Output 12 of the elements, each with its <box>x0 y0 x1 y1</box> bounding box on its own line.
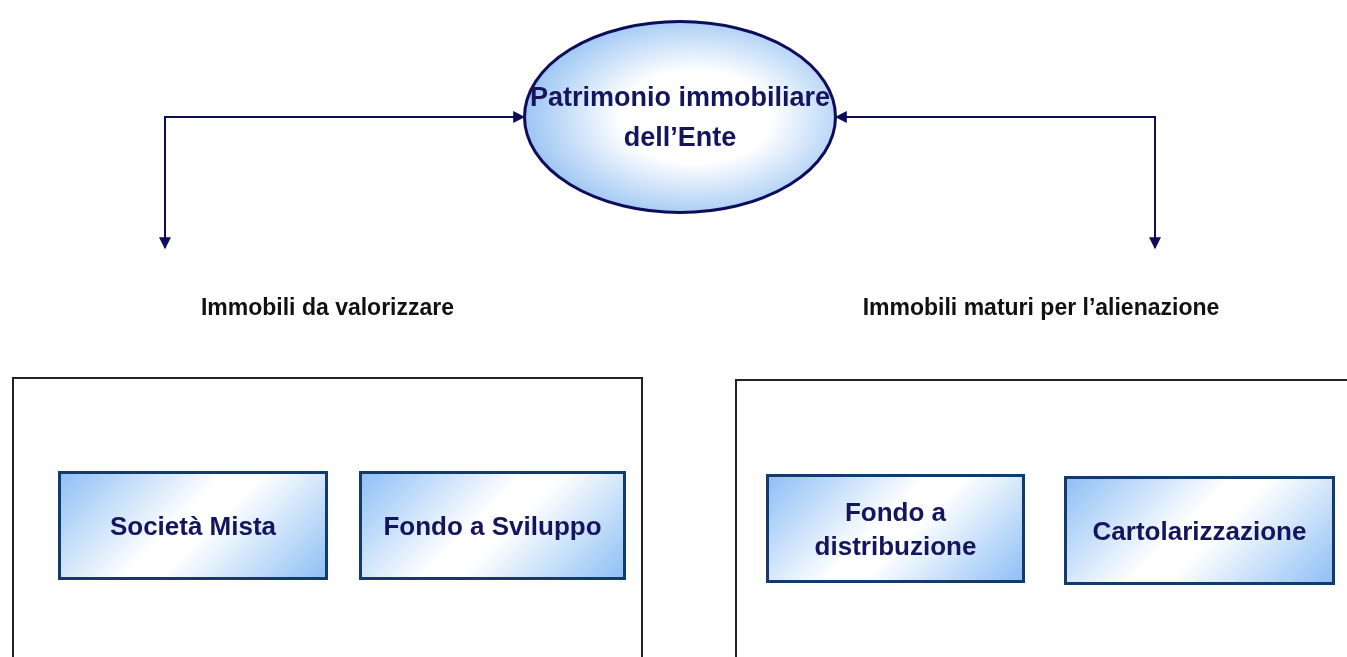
node-label: Fondo a Sviluppo <box>383 509 602 543</box>
node-label: Cartolarizzazione <box>1092 514 1307 548</box>
process-box <box>58 471 328 580</box>
node-label: Società Mista <box>109 509 277 543</box>
process-box <box>766 474 1025 583</box>
process-box <box>1064 476 1335 585</box>
node-label: Patrimonio immobiliare dell’Ente <box>528 81 832 154</box>
node-label: Fondo a distribuzione <box>813 495 978 563</box>
ellipse-node <box>523 20 837 214</box>
process-box <box>359 471 626 580</box>
group-heading: Immobili maturi per l’alienazione <box>861 294 1221 321</box>
group-heading: Immobili da valorizzare <box>199 294 456 321</box>
